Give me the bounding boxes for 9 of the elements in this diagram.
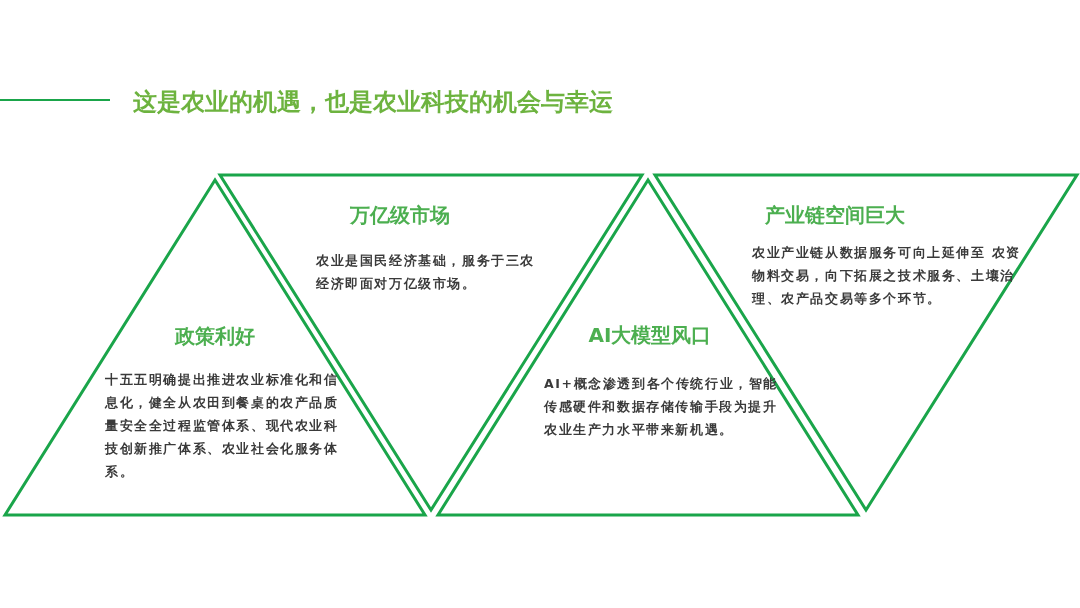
heading: 产业链空间巨大 (765, 203, 905, 227)
heading: AI大模型风口 (588, 323, 712, 347)
title: 这是农业的机遇，也是农业科技的机会与幸运 (133, 87, 613, 118)
description-text: AI+概念渗透到各个传统行业，智能传感硬件和数据存储传输手段为提升农业生产力水平带来新机遇。 (544, 375, 779, 439)
heading: 万亿级市场 (350, 203, 450, 227)
description-text: 农业产业链从数据服务可向上延伸至 农资物料交易，向下拓展之技术服务、土壤治理、农产品交易等多个环节。 (752, 244, 1022, 308)
description-text: 农业是国民经济基础，服务于三农经济即面对万亿级市场。 (316, 252, 536, 293)
heading: 政策利好 (175, 324, 255, 348)
description-text: 十五五明确提出推进农业标准化和信息化，健全从农田到餐桌的农产品质量安全全过程监管体系、现代农业科技创新推广体系、农业社会化服务体系。 (105, 371, 340, 481)
